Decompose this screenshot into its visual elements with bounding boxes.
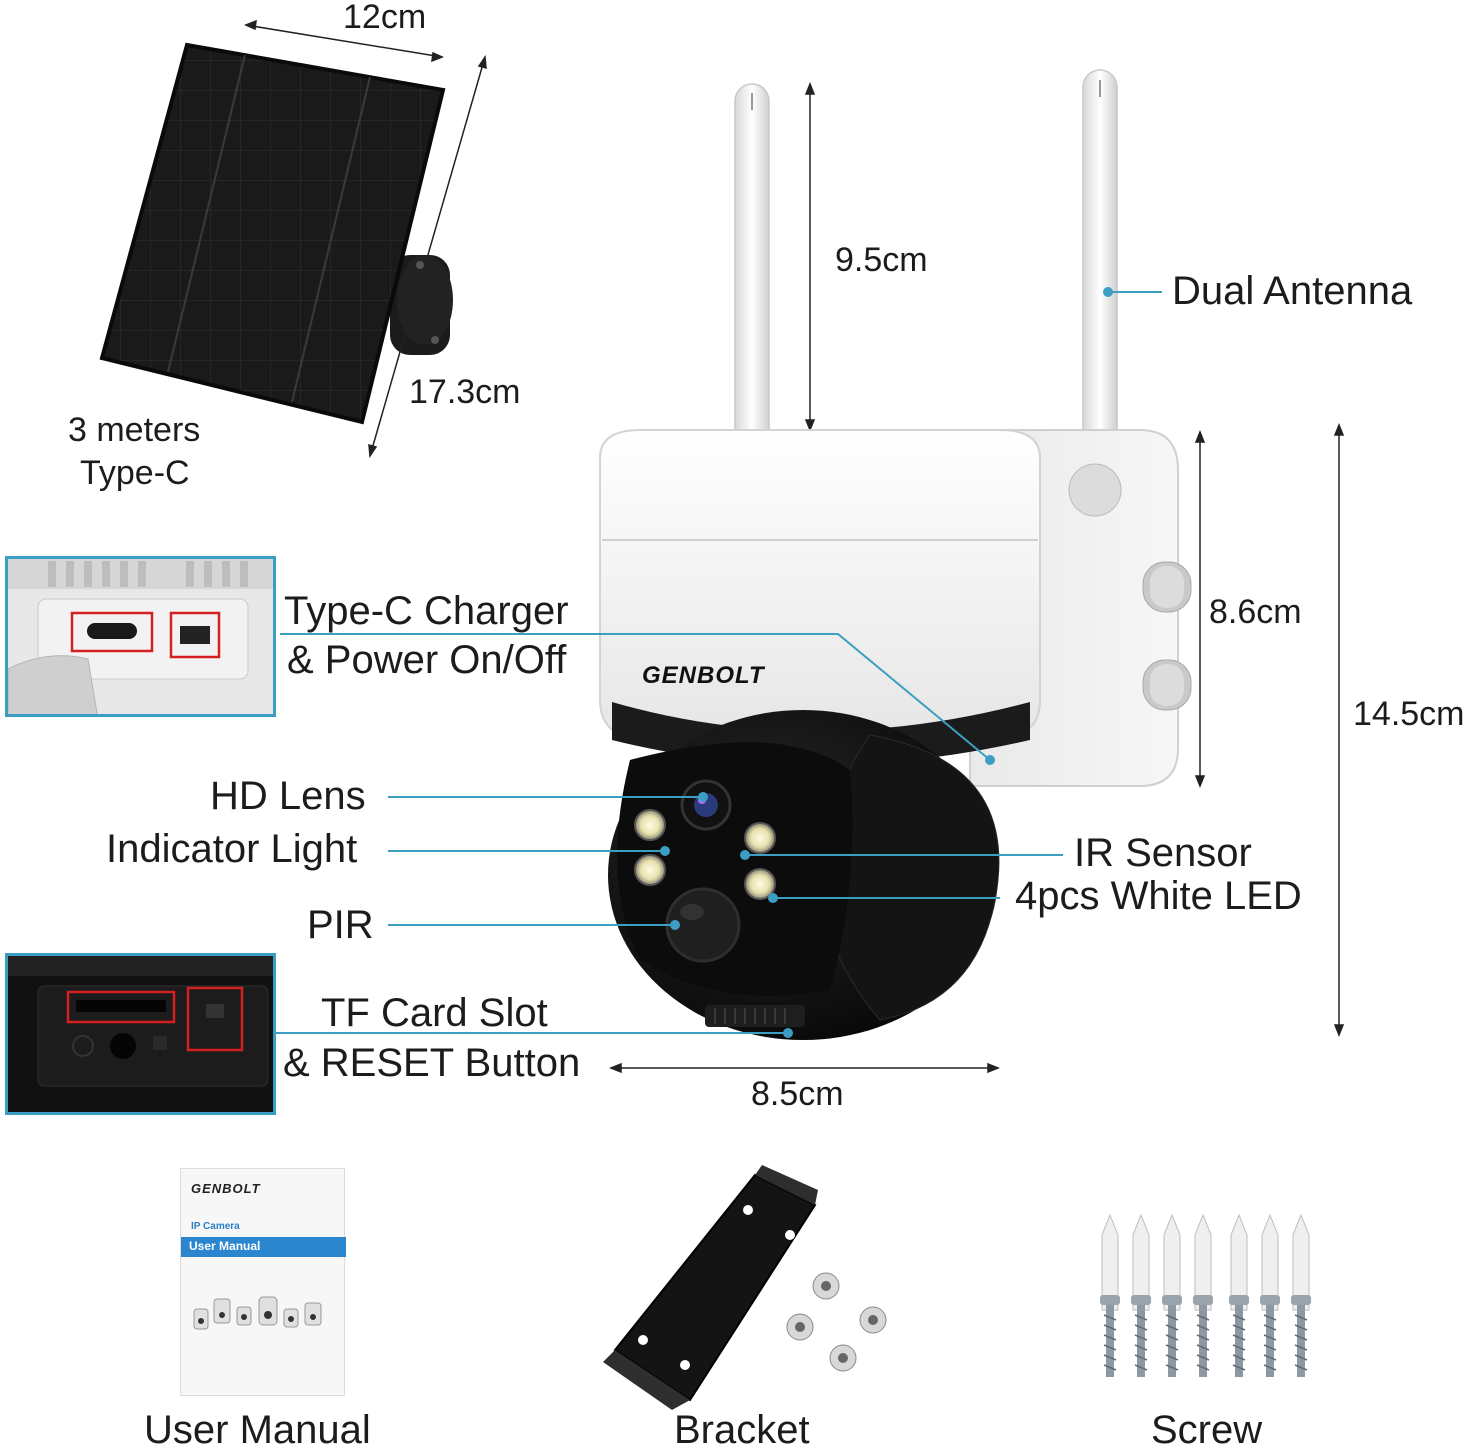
user-manual-label: User Manual <box>144 1408 371 1452</box>
bracket-label: Bracket <box>674 1408 810 1452</box>
lens-icon <box>680 779 732 831</box>
user-manual-image: GENBOLT IP Camera User Manual <box>180 1168 346 1396</box>
leader-lines <box>276 287 1162 1038</box>
manual-brand-logo: GENBOLT <box>191 1181 261 1196</box>
manual-cover-products <box>193 1296 322 1330</box>
panel-width-dimension-line <box>244 19 444 63</box>
antenna-height-dimension-line <box>804 81 816 433</box>
type-c-port-detail <box>8 559 273 714</box>
camera-dome <box>608 710 1000 1040</box>
tf-card-slot-detail <box>8 956 273 1087</box>
manual-subtitle: IP Camera <box>191 1221 240 1232</box>
total-height-dimension-line <box>1333 422 1345 1038</box>
bracket-screw-icons <box>786 1272 887 1372</box>
panel-height-dimension-line <box>368 54 487 459</box>
panel-mount <box>390 255 453 355</box>
body-width-label: 8.5cm <box>751 1075 844 1113</box>
tf-card-slot-label: TF Card Slot <box>321 991 548 1035</box>
pir-label: PIR <box>307 903 374 947</box>
dual-antenna-label: Dual Antenna <box>1172 269 1413 313</box>
white-led-icons <box>634 809 776 900</box>
solar-panel <box>99 42 453 425</box>
power-switch-label: & Power On/Off <box>287 638 567 682</box>
cable-type-label: Type-C <box>80 454 190 492</box>
left-antenna <box>734 83 770 475</box>
mount-knob-top <box>1142 561 1192 613</box>
panel-height-label: 17.3cm <box>409 373 521 411</box>
indicator-light-label: Indicator Light <box>106 827 358 871</box>
tf-card-slot-inset <box>5 953 276 1115</box>
total-height-label: 14.5cm <box>1353 695 1465 733</box>
ir-sensor-label: IR Sensor <box>1074 831 1252 875</box>
camera-brand-logo: GENBOLT <box>642 662 765 689</box>
white-led-label: 4pcs White LED <box>1015 874 1302 918</box>
screw-label: Screw <box>1151 1408 1263 1452</box>
body-height-dimension-line <box>1194 429 1206 789</box>
manual-title: User Manual <box>181 1237 346 1257</box>
bracket-image <box>603 1165 887 1410</box>
type-c-port-inset <box>5 556 276 717</box>
body-width-dimension-line <box>608 1062 1001 1074</box>
cable-length-label: 3 meters <box>68 411 201 449</box>
reset-button-label: & RESET Button <box>283 1041 581 1085</box>
antenna-height-label: 9.5cm <box>835 241 928 279</box>
hd-lens-label: HD Lens <box>210 774 366 818</box>
panel-width-label: 12cm <box>343 0 427 36</box>
mount-knob-bottom <box>1142 659 1192 711</box>
body-height-label: 8.6cm <box>1209 593 1302 631</box>
type-c-charger-label: Type-C Charger <box>284 589 569 633</box>
screw-set-image <box>1100 1213 1312 1378</box>
